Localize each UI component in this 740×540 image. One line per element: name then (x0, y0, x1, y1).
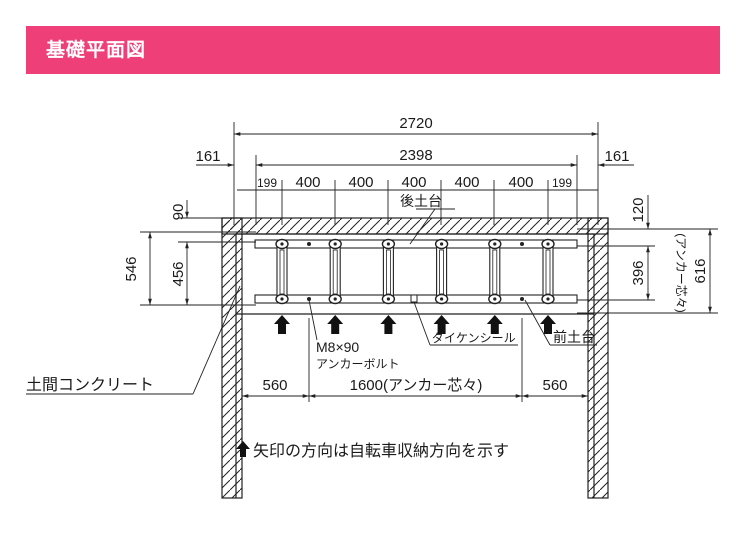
bike-slots (275, 238, 555, 305)
label-bolt-size: M8×90 (316, 339, 359, 355)
dim-bottom-center: 1600(アンカー芯々) (350, 377, 483, 394)
leader-lines (26, 208, 597, 395)
dim-right-outer: 616 (692, 258, 709, 283)
storage-direction-arrows (274, 315, 556, 334)
up-arrow-icon (540, 315, 556, 334)
up-arrow-icon (433, 315, 450, 334)
dyken-seal-mark (410, 294, 418, 303)
anchor-bolt (520, 297, 524, 301)
label-front-base: 前土台 (553, 329, 595, 345)
up-arrow-icon (274, 315, 290, 334)
note-text: 矢印の方向は自転車収納方向を示す (253, 442, 509, 460)
dim-right-inner: 396 (630, 260, 647, 285)
anchor-bolt (520, 242, 524, 246)
bike-slot (541, 238, 555, 305)
anchor-bolts (307, 242, 524, 301)
label-rear-base: 後土台 (400, 193, 442, 209)
dim-pitch: 400 (295, 174, 320, 191)
dim-pitch: 400 (508, 174, 533, 191)
dim-left-outer: 546 (123, 256, 140, 281)
rear-base-rail (254, 239, 578, 249)
bike-slot (381, 238, 396, 305)
bike-slot (275, 238, 289, 305)
dim-right-top: 120 (630, 197, 647, 222)
label-dyken-seal: ダイケンシール (432, 330, 516, 345)
bike-slot (434, 238, 449, 305)
dim-pitch: 400 (454, 174, 479, 191)
bike-slot (488, 238, 502, 305)
dim-bottom-right: 560 (542, 377, 567, 394)
dim-bottom-left: 560 (262, 377, 287, 394)
dim-overall-width: 2720 (399, 115, 432, 132)
dim-right-inner-note: (アンカー芯々) (674, 233, 688, 313)
dim-sub-right: 199 (552, 176, 572, 190)
dim-right-offset: 161 (604, 148, 629, 165)
up-arrow-icon (486, 315, 503, 334)
anchor-bolt (307, 242, 311, 246)
up-arrow-icon (327, 315, 344, 334)
dim-inner-width: 2398 (399, 147, 432, 164)
slab-outline (235, 233, 595, 498)
dim-left-inner: 456 (170, 261, 187, 286)
anchor-bolt (307, 297, 311, 301)
label-earth-floor: 土間コンクリート (26, 376, 154, 394)
dim-pitch: 400 (401, 174, 426, 191)
label-anchor-bolt: アンカーボルト (316, 357, 400, 371)
section-title: 基礎平面図 (46, 39, 147, 61)
dimension-lines (140, 122, 718, 402)
bike-slot (328, 238, 342, 305)
dim-pitch: 400 (348, 174, 373, 191)
section-header: 基礎平面図 (26, 26, 720, 74)
up-arrow-icon (236, 441, 250, 457)
up-arrow-icon (380, 315, 397, 334)
dim-left-top: 90 (170, 204, 187, 221)
dim-sub-left: 199 (257, 176, 277, 190)
dim-left-offset: 161 (195, 148, 220, 165)
